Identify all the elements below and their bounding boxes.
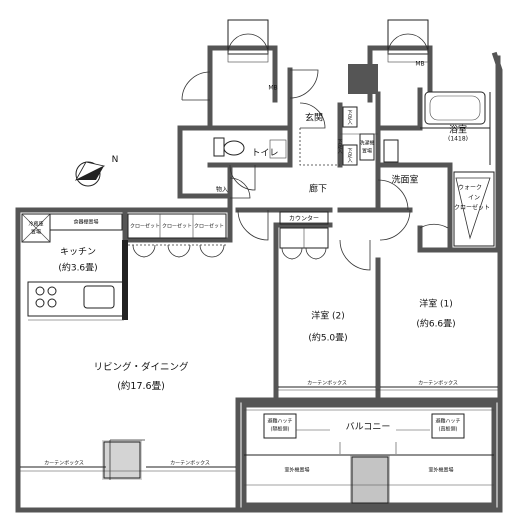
balcony-structure [241,402,497,508]
curtain-box-label: カーテンボックス [307,380,347,387]
balcony-label: バルコニー [345,422,391,433]
washer-label-2: 置場 [361,148,373,155]
kitchen-equipment [21,213,125,321]
hatch-left-label-2: (隔板側) [270,426,290,433]
shoe-label-2: 下足入 [346,147,353,163]
counter-label: カウンター [288,215,320,223]
outer-walls [15,45,503,513]
washer-label-1: 洗濯機 [359,140,375,147]
kitchen-label: キッチン [59,247,97,258]
walkin-label-2: イン [467,194,481,202]
hatch-right-label-1: 避難ハッチ [435,418,461,425]
curtain-box-label: カーテンボックス [418,380,458,387]
fridge-label-2: 置場 [30,229,42,236]
shoe-label-1: 下足入 [346,109,353,125]
living-label: リビング・ダイニング [93,362,189,373]
mb-right-label: MB [415,60,425,68]
hatch-right-label-2: (直板側) [438,426,458,433]
ac-unit-left-label: 室外機置場 [284,467,310,474]
shoe-label-3: 下足入 [336,138,343,154]
top-windows [227,19,429,63]
bathtub [420,91,491,165]
compass-icon [75,161,106,187]
walkin-label-1: ウォーク [457,184,483,192]
room1-size: (約6.6畳) [416,319,456,330]
toilet-label: トイレ [251,148,279,159]
entrance-label: 玄関 [304,113,324,124]
closet-label-2: クローゼット [161,223,193,230]
washroom-label: 洗面室 [391,175,419,186]
corridor-label: 廊下 [308,184,328,195]
walkin-label-3: クローゼット [453,204,491,212]
storage-label: 物入 [215,186,229,194]
curtain-boxes [20,386,498,472]
mb-left-label: MB [268,84,278,92]
bath-label: 浴室 [448,125,468,136]
curtain-box-label: カーテンボックス [44,460,84,467]
compass-north-label: N [111,155,119,165]
wash-basin [383,139,399,163]
hatch-left-label-1: 避難ハッチ [267,418,293,425]
counter [279,211,329,225]
closet-label-3: クローゼット [193,223,225,230]
entrance-shelves [299,106,378,166]
room1-label: 洋室 (1) [419,299,453,310]
toilet-fixture [213,137,287,159]
living-size: (約17.6畳) [117,381,165,392]
closet-label-1: クローゼット [129,223,161,230]
fridge-label-1: 冷蔵庫 [28,221,44,228]
interior-walls [122,67,503,403]
room2-size: (約5.0畳) [308,333,348,344]
closets [127,171,495,260]
living-window-door [102,440,142,480]
ac-unit-right-label: 室外機置場 [428,467,454,474]
doors [109,69,491,480]
shelf-label: 食器棚置場 [73,219,99,226]
kitchen-size: (約3.6畳) [58,263,98,274]
room2-label: 洋室 (2) [311,311,345,322]
mb-shaft [348,64,378,94]
curtain-box-label: カーテンボックス [170,460,210,467]
bath-size: (1418) [448,135,468,143]
